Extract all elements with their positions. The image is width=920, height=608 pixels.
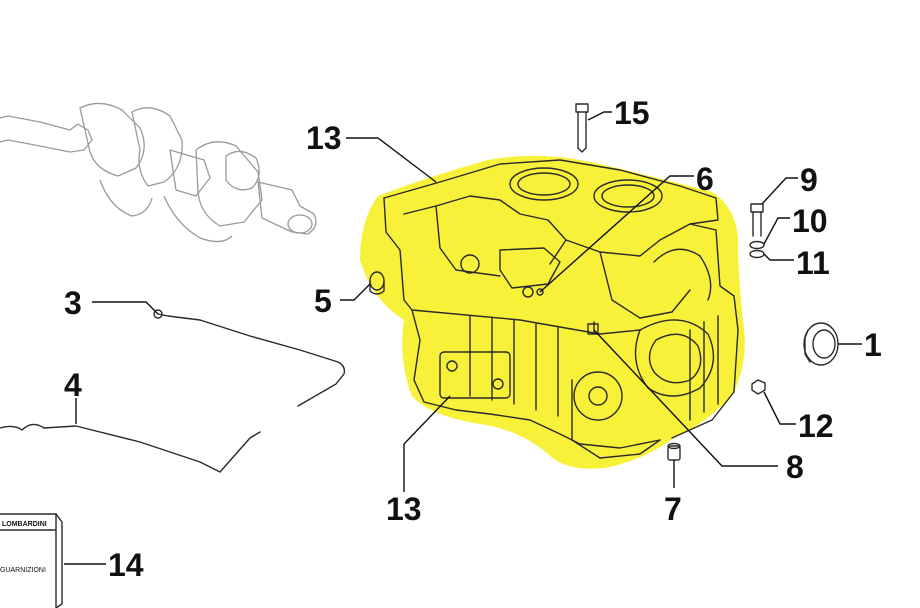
callout-7: 7 bbox=[664, 491, 682, 527]
callout-14: 14 bbox=[108, 547, 144, 583]
pipe-4 bbox=[0, 423, 261, 473]
crankshaft-ghost bbox=[0, 102, 317, 243]
callout-13-bottom: 13 bbox=[386, 491, 422, 527]
callout-12: 12 bbox=[798, 408, 834, 444]
callout-6: 6 bbox=[696, 161, 714, 197]
callout-3: 3 bbox=[64, 285, 82, 321]
engine-block bbox=[383, 159, 739, 459]
callout-labels: 13 15 6 9 10 11 5 1 12 8 7 13 3 4 14 bbox=[64, 95, 882, 583]
gasket-kit-label: GUARNIZIONI bbox=[0, 567, 46, 574]
engine-block-highlight bbox=[360, 155, 745, 469]
callout-15: 15 bbox=[614, 95, 650, 131]
callout-8: 8 bbox=[786, 449, 804, 485]
washer-10 bbox=[749, 240, 765, 250]
oil-seal-1 bbox=[803, 322, 839, 366]
washer-11 bbox=[749, 249, 765, 259]
bolt-15 bbox=[575, 103, 589, 153]
callout-10: 10 bbox=[792, 203, 828, 239]
callout-4: 4 bbox=[64, 367, 82, 403]
callout-9: 9 bbox=[800, 162, 818, 198]
bolt-9 bbox=[750, 203, 764, 237]
callout-11: 11 bbox=[796, 245, 830, 281]
leader-lines bbox=[64, 111, 862, 565]
dowel-7 bbox=[667, 442, 681, 461]
pipe-3 bbox=[157, 313, 346, 407]
nut-12 bbox=[751, 379, 766, 395]
plug-5 bbox=[369, 271, 385, 295]
callout-13-top: 13 bbox=[306, 120, 342, 156]
gasket-kit-box: LOMBARDINI GUARNIZIONI bbox=[0, 513, 63, 608]
gasket-kit-brand: LOMBARDINI bbox=[2, 521, 47, 528]
callout-1: 1 bbox=[864, 327, 882, 363]
callout-5: 5 bbox=[314, 283, 332, 319]
